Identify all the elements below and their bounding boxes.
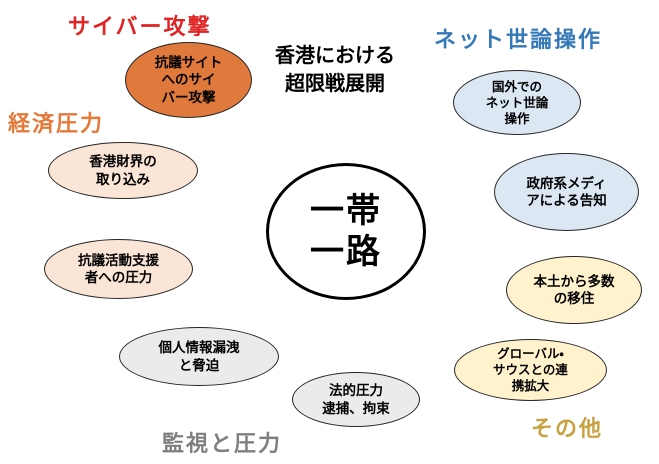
diagram-title: 香港における 超限戦展開 <box>243 42 427 98</box>
node-line: 携拡大 <box>511 379 550 393</box>
category-label-other: その他 <box>531 416 604 441</box>
diagram-title-line: 超限戦展開 <box>285 73 385 95</box>
node-line: グローバル・ <box>497 347 564 361</box>
center-node-belt-and-road: 一帯 一路 <box>266 163 426 300</box>
category-label-economic: 経済圧力 <box>8 111 105 136</box>
node-line: 逮捕、拘束 <box>322 400 390 416</box>
node-legal-pressure-arrests: 法的圧力 逮捕、拘束 <box>292 372 420 427</box>
center-node-line: 一帯 <box>310 192 382 231</box>
node-personal-info-leak-threats: 個人情報漏洩 と脅迫 <box>119 327 279 386</box>
diagram-title-line: 香港における <box>275 45 395 67</box>
node-line: 法的圧力 <box>329 383 383 399</box>
category-label-surveillance: 監視と圧力 <box>162 431 283 456</box>
node-government-media-announcements: 政府系メディ アによる告知 <box>494 153 639 231</box>
node-line: 個人情報漏洩 <box>158 340 240 356</box>
category-label-cyber: サイバー攻撃 <box>68 14 212 39</box>
node-hk-business-cooptation: 香港財界の 取り込み <box>48 142 198 199</box>
node-line: 抗議サイト <box>154 55 223 71</box>
node-pressure-on-protest-supporters: 抗議活動支援 者への圧力 <box>44 239 193 299</box>
node-line: の移住 <box>553 291 595 306</box>
node-line: ネット世論 <box>485 95 549 110</box>
node-line: 香港財界の <box>89 154 157 170</box>
node-line: バー攻撃 <box>161 89 216 105</box>
center-node-line: 一路 <box>310 232 382 271</box>
node-line: 抗議活動支援 <box>78 252 159 268</box>
node-line: サウスとの連 <box>493 363 568 377</box>
node-cyber-attack-protest-sites: 抗議サイト へのサイ バー攻撃 <box>125 42 252 118</box>
category-label-net-opinion: ネット世論操作 <box>434 27 603 52</box>
node-overseas-opinion-manipulation: 国外での ネット世論 操作 <box>453 70 581 135</box>
node-line: 取り込み <box>96 171 150 187</box>
node-line: へのサイ <box>161 72 216 88</box>
node-line: 操作 <box>504 111 530 126</box>
node-mainland-migration: 本土から多数 の移住 <box>506 256 642 324</box>
node-line: 本土から多数 <box>533 273 615 289</box>
node-line: と脅迫 <box>178 357 220 373</box>
node-line: 政府系メディ <box>526 175 607 191</box>
node-line: 国外での <box>491 79 542 94</box>
node-line: 者への圧力 <box>84 270 153 285</box>
node-global-south-cooperation: グローバル・ サウスとの連 携拡大 <box>454 339 607 401</box>
node-line: アによる告知 <box>526 193 607 208</box>
